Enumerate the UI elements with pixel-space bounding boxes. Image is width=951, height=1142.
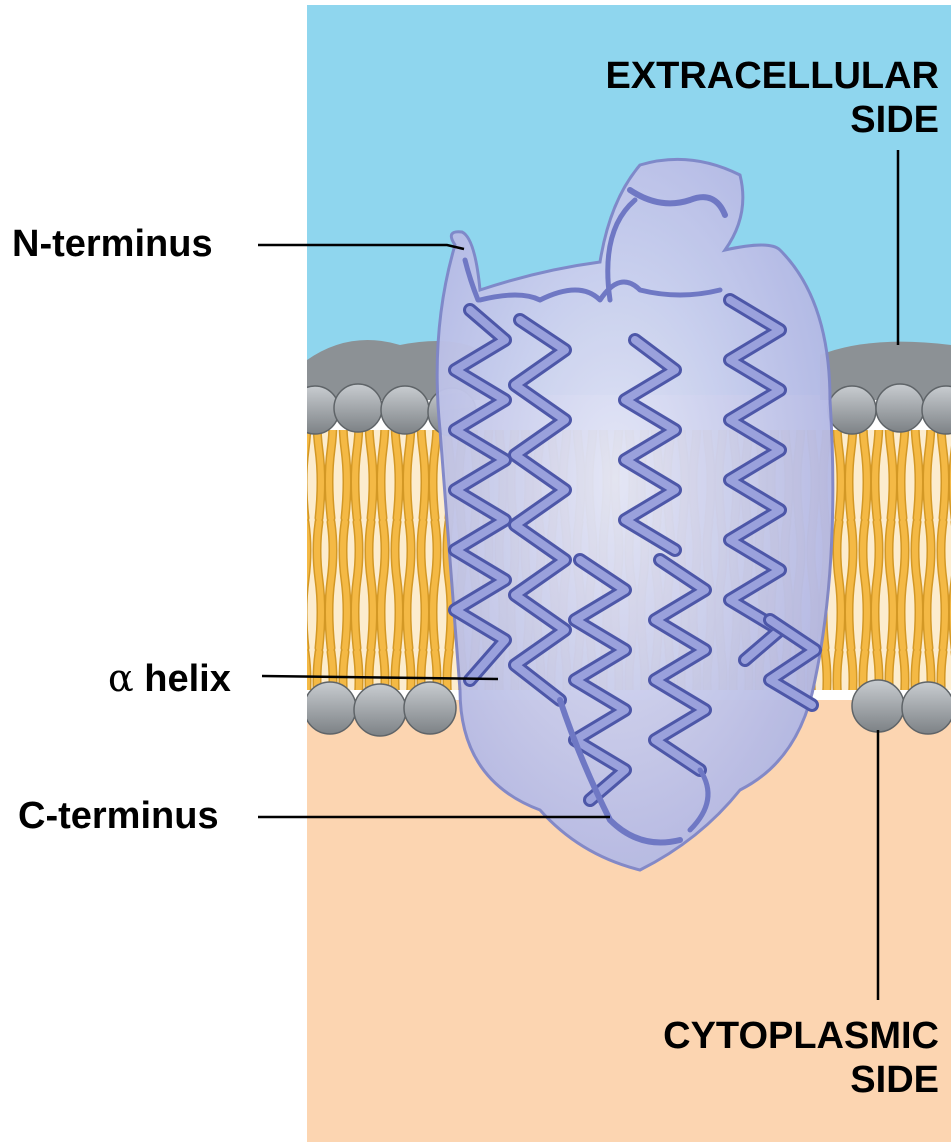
c-terminus-label: C-terminus [18, 794, 219, 838]
alpha-symbol: α [108, 656, 134, 700]
extracellular-label-line1: EXTRACELLULAR [605, 54, 939, 98]
extracellular-label: EXTRACELLULAR SIDE [605, 54, 939, 142]
helix-text: helix [144, 658, 231, 700]
cytoplasmic-label: CYTOPLASMIC SIDE [663, 1014, 939, 1102]
extracellular-label-line2: SIDE [605, 98, 939, 142]
alpha-helix-label: α helix [108, 656, 231, 701]
cytoplasmic-label-line1: CYTOPLASMIC [663, 1014, 939, 1058]
n-terminus-label: N-terminus [12, 222, 213, 266]
cytoplasmic-label-line2: SIDE [663, 1058, 939, 1102]
